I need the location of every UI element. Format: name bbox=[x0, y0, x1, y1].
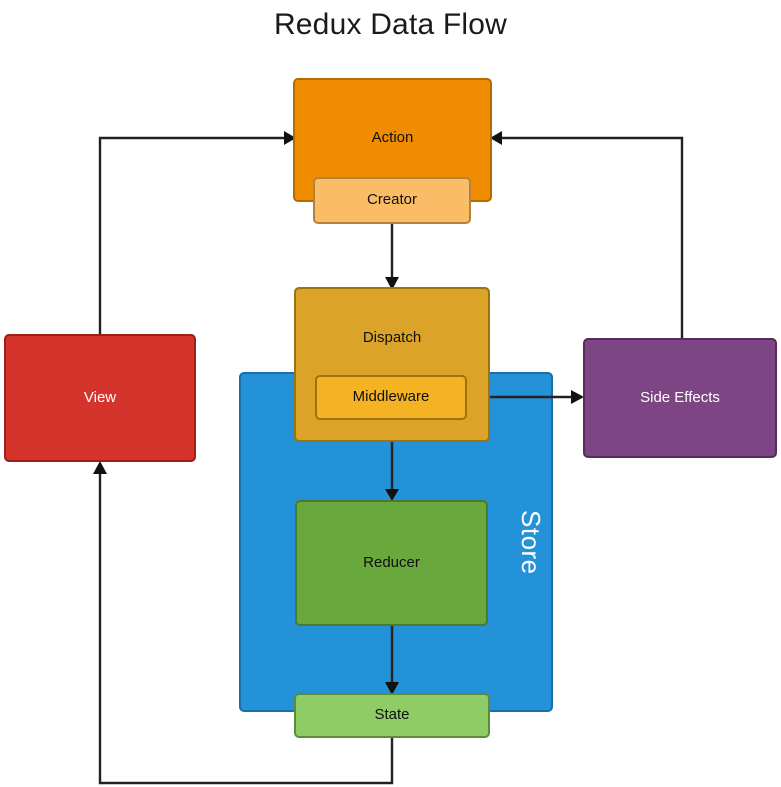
node-reducer-label: Reducer bbox=[363, 553, 420, 571]
edge-creator-to-dispatch bbox=[385, 224, 399, 290]
node-action-label: Action bbox=[371, 129, 414, 146]
node-side-effects[interactable]: Side Effects bbox=[583, 338, 777, 458]
edge-side-effects-to-action bbox=[490, 131, 684, 338]
node-state[interactable]: State bbox=[294, 693, 490, 738]
node-view[interactable]: View bbox=[4, 334, 196, 462]
diagram-title: Redux Data Flow bbox=[273, 8, 508, 41]
node-creator[interactable]: Creator bbox=[313, 177, 471, 224]
edge-view-to-action bbox=[98, 131, 296, 334]
node-dispatch-label: Dispatch bbox=[362, 329, 422, 346]
node-creator-label: Creator bbox=[366, 191, 418, 209]
node-middleware-label: Middleware bbox=[352, 388, 430, 406]
node-side-effects-label: Side Effects bbox=[640, 388, 720, 406]
node-reducer[interactable]: Reducer bbox=[295, 500, 488, 626]
node-view-label: View bbox=[83, 388, 117, 406]
node-state-label: State bbox=[374, 706, 410, 724]
node-store-label: Store bbox=[516, 509, 546, 575]
node-middleware[interactable]: Middleware bbox=[315, 375, 467, 420]
